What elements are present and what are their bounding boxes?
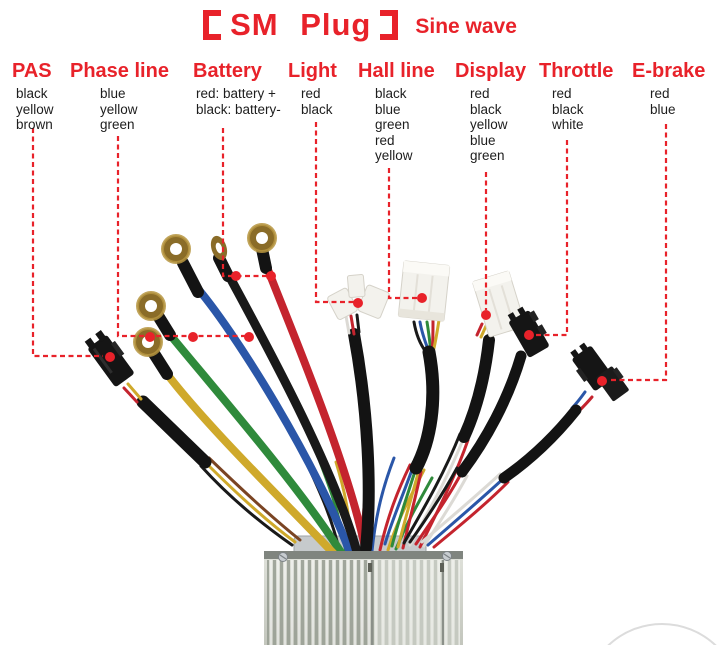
battery-wire-black: [221, 265, 362, 557]
leader-dot: [145, 332, 155, 342]
label-phase-line: Phase line blue yellow green: [70, 60, 169, 133]
wire-color: blue: [375, 101, 401, 117]
wire-color: black: [16, 86, 48, 101]
leader-dot: [353, 298, 363, 308]
hall-harness: [383, 260, 451, 550]
title-wave: Sine wave: [415, 15, 517, 38]
label-throttle: Throttle red black white: [539, 60, 613, 133]
wire-color: black: [552, 101, 584, 117]
leader-ebrake: [608, 124, 668, 382]
wire-color: red: [301, 86, 321, 101]
ebrake-connector-mate: [596, 366, 629, 402]
wire-color: green: [100, 117, 135, 132]
wire-color: black: battery-: [196, 101, 281, 117]
screw-right: [442, 551, 452, 561]
wire-color: green: [470, 148, 505, 163]
label-heading: Display: [455, 60, 527, 82]
phase-battery-wires: [133, 223, 370, 560]
wire-color: red: [470, 86, 490, 101]
phase-wire-yellow: [160, 366, 340, 560]
leader-dot: [188, 332, 198, 342]
leader-dot: [244, 332, 254, 342]
wire-color: blue: [470, 132, 496, 148]
label-hall-line: Hall line black blue green red yellow: [358, 60, 435, 164]
wire-color: green: [375, 117, 410, 132]
light-harness: [327, 274, 390, 554]
lens-bracket-left-icon: [203, 10, 222, 40]
ring-terminal-blue: [161, 234, 191, 264]
leader-dot: [481, 310, 491, 320]
label-ebrake: E-brake red blue: [632, 60, 705, 117]
wire-color: blue: [650, 101, 676, 117]
wire-color: yellow: [16, 101, 54, 117]
label-heading: Hall line: [358, 60, 435, 82]
wire-color: black: [375, 86, 407, 101]
leader-lines: [31, 122, 668, 386]
label-heading: Light: [288, 60, 337, 82]
wire-color: red: [650, 86, 670, 101]
watermark-circle: [607, 623, 717, 645]
ebrake-harness: [420, 342, 629, 549]
page-title: SM Plug Sine wave: [0, 7, 720, 43]
leader-dot: [524, 330, 534, 340]
wire-color: yellow: [375, 148, 413, 163]
phase-wire-blue: [189, 279, 354, 557]
wire-color: red: battery +: [196, 86, 276, 101]
light-connector: [327, 274, 390, 320]
pas-sleeve: [136, 395, 212, 469]
label-heading: PAS: [12, 60, 52, 82]
leader-pas: [31, 128, 103, 358]
wire-color: white: [552, 117, 584, 132]
wire-color: yellow: [470, 117, 508, 132]
label-heading: Throttle: [539, 60, 614, 82]
label-heading: E-brake: [632, 60, 706, 82]
display-sleeve: [458, 334, 495, 443]
throttle-sleeve: [456, 350, 527, 478]
label-battery: Battery red: battery + black: battery-: [193, 60, 281, 117]
battery-wire-red: [261, 258, 370, 556]
leader-hall: [387, 168, 417, 300]
leader-dot: [231, 271, 241, 281]
label-light: Light red black: [288, 60, 337, 117]
ebrake-sleeve: [498, 404, 582, 484]
leader-dot: [417, 293, 427, 303]
wire-color: blue: [100, 86, 126, 101]
wire-color: yellow: [100, 101, 138, 117]
leader-throttle: [535, 140, 569, 337]
leader-dot: [266, 271, 276, 281]
label-heading: Battery: [193, 60, 262, 82]
wire-color: red: [552, 86, 572, 101]
title-plug: SM Plug: [230, 7, 372, 42]
light-cable: [348, 328, 375, 554]
hall-sleeve: [409, 345, 440, 475]
leader-dot: [597, 376, 607, 386]
phase-wire-green: [163, 327, 346, 558]
label-heading: Phase line: [70, 60, 169, 82]
wire-color: brown: [16, 117, 53, 132]
ring-terminal-green: [136, 291, 166, 321]
leader-light: [314, 122, 354, 304]
label-pas: PAS black yellow brown: [12, 60, 54, 133]
wire-color: black: [301, 101, 333, 117]
wire-color: red: [375, 132, 395, 148]
ring-terminal-black: [210, 235, 228, 261]
controller-body: [264, 551, 463, 645]
wire-color: black: [470, 101, 502, 117]
hall-connector: [397, 260, 451, 322]
leader-battery: [221, 128, 270, 278]
ring-terminal-red: [247, 223, 277, 253]
leader-phase: [116, 136, 249, 338]
screw-left: [278, 552, 288, 562]
leader-dot: [105, 352, 115, 362]
lens-bracket-right-icon: [380, 10, 399, 40]
label-display: Display red black yellow blue green: [455, 60, 526, 164]
